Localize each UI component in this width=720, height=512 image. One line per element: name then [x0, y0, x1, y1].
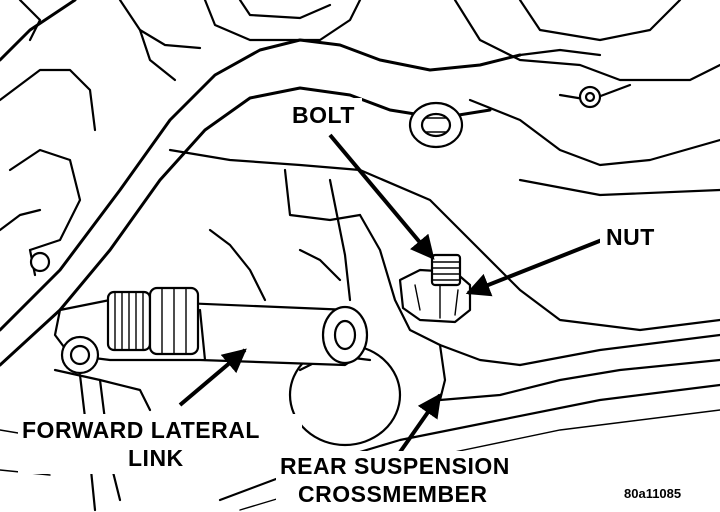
frame-rail [0, 38, 602, 367]
forward-lateral-link [0, 286, 369, 512]
crossmember-arrow [396, 393, 442, 457]
nut-arrow [465, 238, 603, 297]
forward-lateral-link-label-line2: LINK [128, 445, 184, 471]
rear-suspension-crossmember [168, 148, 720, 511]
mount-bolt-nut [398, 253, 472, 324]
crossmember-label-line1: REAR SUSPENSION [280, 453, 510, 479]
callout-labels: BOLT NUT FORWARD LATERAL LINK REAR SUSPE… [18, 98, 681, 509]
upper-mount-bolt [408, 101, 464, 149]
nut-label: NUT [606, 224, 655, 250]
upper-body-structure [0, 0, 720, 277]
link-arrow [178, 348, 247, 407]
bolt-arrow [328, 133, 435, 260]
bolt-label: BOLT [292, 102, 355, 128]
crossmember-label-line2: CROSSMEMBER [298, 481, 488, 507]
figure-id: 80a11085 [624, 486, 681, 501]
callout-arrows [178, 133, 603, 457]
forward-lateral-link-label-line1: FORWARD LATERAL [22, 417, 260, 443]
